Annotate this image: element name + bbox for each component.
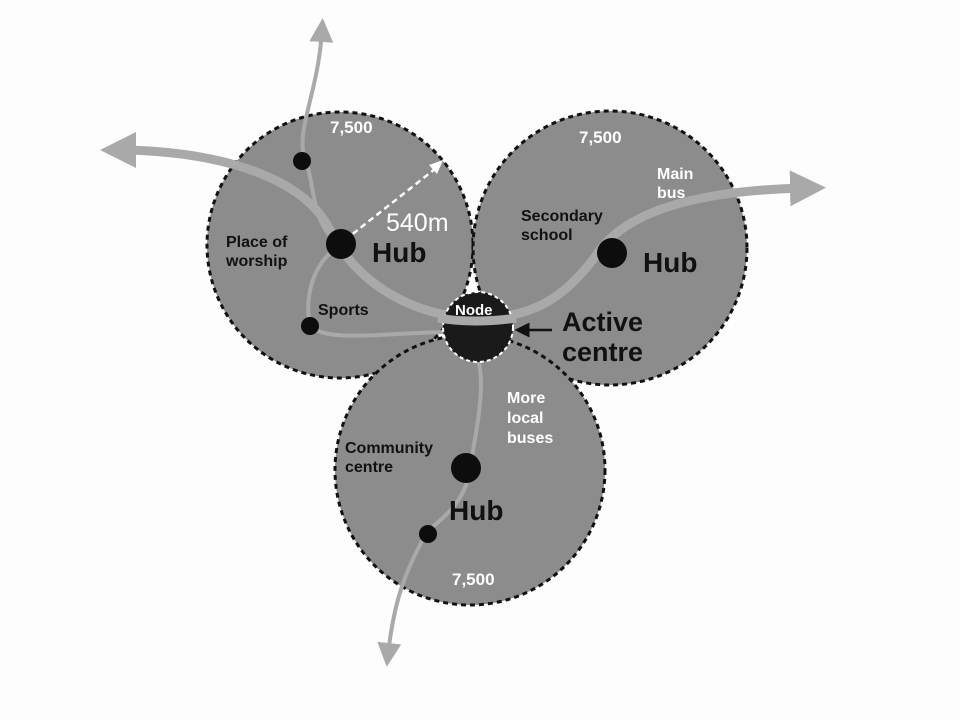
hub-label-south: Hub — [449, 495, 503, 526]
active-centre-node — [442, 291, 514, 363]
radius-line — [344, 164, 441, 241]
active-centre-label: Active centre — [562, 307, 651, 367]
population-south: 7,500 — [452, 570, 495, 589]
node-label: Node — [455, 302, 493, 319]
local-buses-label: More local buses — [507, 390, 553, 447]
sports-label: Sports — [318, 302, 369, 319]
hub-dot-east — [597, 238, 627, 268]
radius-arrowhead — [429, 160, 443, 174]
radius-label: 540m — [386, 209, 449, 237]
population-north: 7,500 — [330, 118, 373, 137]
hub-dot-south — [451, 453, 481, 483]
main-bus-route-west — [100, 132, 475, 323]
local-bus-route-south — [377, 338, 483, 667]
hub-label-east: Hub — [643, 247, 697, 278]
community-centre-label: Community centre — [345, 440, 437, 476]
hub-label-north: Hub — [372, 237, 426, 268]
place-of-worship-label: Place of worship — [225, 234, 292, 270]
hub-dot-north — [326, 229, 356, 259]
amenity-dot-north — [293, 152, 311, 170]
secondary-school-label: Secondary school — [521, 208, 607, 244]
route-through-node — [437, 313, 517, 326]
amenity-dot-sports — [301, 317, 319, 335]
main-bus-label: Main bus — [657, 166, 698, 202]
amenity-dot-south — [419, 525, 437, 543]
population-east: 7,500 — [579, 128, 622, 147]
